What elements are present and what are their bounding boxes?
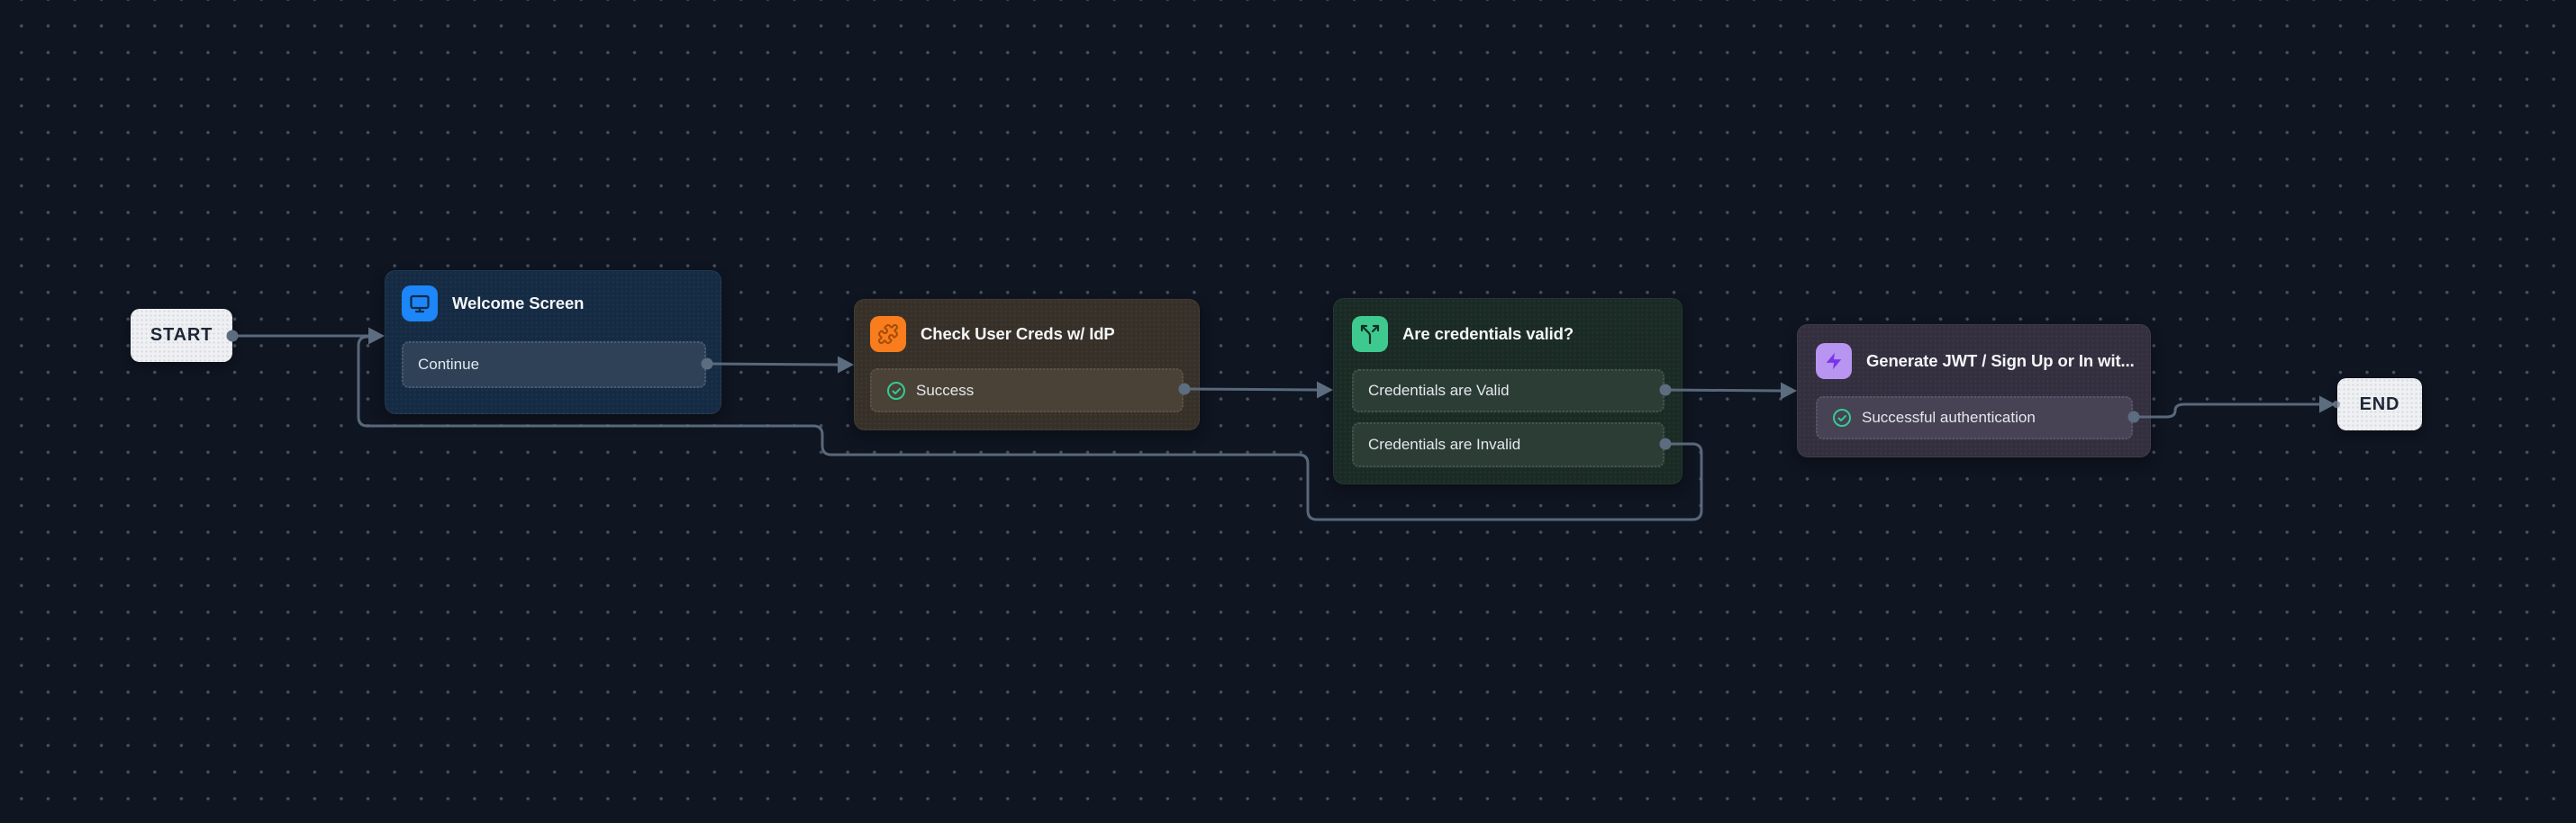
arrowhead-check-input — [838, 356, 854, 374]
branch-row-continue[interactable]: Continue — [402, 341, 706, 388]
branch-row-success[interactable]: Success — [870, 368, 1184, 412]
puzzle-icon — [870, 316, 906, 352]
branch-row-credentials-invalid[interactable]: Credentials are Invalid — [1352, 422, 1664, 467]
node-title: Are credentials valid? — [1402, 324, 1574, 343]
node-title: Check User Creds w/ IdP — [921, 324, 1115, 343]
edge-jwt-to-end — [2134, 402, 2322, 419]
branch-row-label: Credentials are Invalid — [1368, 436, 1521, 453]
split-branch-icon — [1352, 316, 1388, 352]
branch-row-successful-authentication[interactable]: Successful authentication — [1816, 396, 2133, 439]
node-title: Generate JWT / Sign Up or In wit... — [1866, 351, 2135, 370]
branch-row-credentials-valid[interactable]: Credentials are Valid — [1352, 369, 1664, 412]
node-header: Are credentials valid? — [1352, 316, 1664, 352]
edge-success-to-valid — [1184, 387, 1319, 392]
node-header: Welcome Screen — [402, 285, 706, 321]
edge-continue-to-check — [706, 362, 839, 366]
arrowhead-jwt-input — [1781, 382, 1797, 400]
arrowhead-valid-input — [1317, 381, 1333, 399]
end-node[interactable]: END — [2337, 378, 2422, 430]
circle-check-icon — [886, 381, 906, 401]
node-title: Welcome Screen — [452, 294, 585, 312]
zap-icon — [1816, 343, 1852, 379]
edge-valid-to-jwt — [1664, 388, 1782, 393]
node-generate-jwt[interactable]: Generate JWT / Sign Up or In wit... Succ… — [1797, 324, 2151, 457]
start-node-label: START — [150, 325, 213, 345]
arrowhead-end-input — [2319, 395, 2336, 413]
branch-row-label: Success — [916, 381, 975, 399]
branch-row-label: Continue — [418, 356, 480, 373]
branch-row-label: Credentials are Valid — [1368, 382, 1510, 399]
circle-check-icon — [1832, 408, 1852, 428]
node-check-user-creds[interactable]: Check User Creds w/ IdP Success — [854, 299, 1200, 430]
node-are-credentials-valid[interactable]: Are credentials valid? Credentials are V… — [1333, 298, 1683, 484]
node-header: Generate JWT / Sign Up or In wit... — [1816, 343, 2136, 379]
node-header: Check User Creds w/ IdP — [870, 316, 1184, 352]
node-welcome-screen[interactable]: Welcome Screen Continue — [385, 270, 721, 414]
monitor-icon — [402, 285, 438, 321]
arrowhead-welcome-input — [368, 327, 385, 345]
end-node-label: END — [2359, 393, 2400, 414]
branch-row-label: Successful authentication — [1862, 409, 2036, 426]
start-node[interactable]: START — [131, 309, 232, 362]
